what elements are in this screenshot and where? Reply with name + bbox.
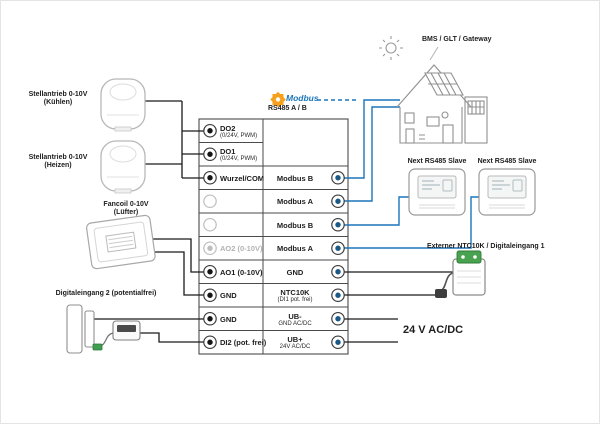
terminal-gnd-2-label: GND [220,314,237,324]
terminal-point-spare-2 [203,217,217,232]
fancoil-label-sub: (Lüfter) [113,209,139,217]
wire-fancoil-gnd [149,251,204,296]
terminal-point-ub-plus [331,335,345,350]
wires-modbus [317,99,479,249]
terminal-ub-minus-label: UB- [288,311,302,321]
terminal-gnd-1-label: GND [220,290,237,300]
terminal-point-modbus-b1 [331,170,345,185]
wire-modbus-a-gateway [344,106,400,202]
terminal-point-ao1 [203,264,217,279]
terminal-point-gnd-2 [203,311,217,326]
terminal-gnd-r-label: GND [286,267,304,277]
terminal-ao2: AO2 (0-10V) [220,239,300,257]
terminal-com: Wurzel/COM [220,169,300,187]
terminal-gnd-1: GND [220,286,300,304]
wire-modbus-b-gateway [344,99,400,179]
actuator-heating-illustration [100,140,146,194]
wire-fancoil-ao1 [151,238,204,273]
terminal-ntc10k: NTC10K (DI1 pot. frei) [264,286,326,304]
sun-icon [379,36,403,60]
door-contact-illustration [66,304,95,354]
bms-gateway-label: BMS / GLT / Gateway [422,36,492,43]
slave2-label: Next RS485 Slave [477,158,537,165]
actuator-heating-label-main: Stellantrieb 0-10V [28,154,88,161]
terminal-do1: DO1 (0/24V, PWM) [220,145,300,163]
terminal-point-ub-minus [331,311,345,326]
terminal-modbus-b2-label: Modbus B [276,220,314,230]
terminal-modbus-b1: Modbus B [264,169,326,187]
cable-sensor-illustration [92,320,141,351]
terminal-point-ao2 [203,241,217,256]
terminal-ao2-label: AO2 (0-10V) [220,243,263,253]
terminal-point-gnd-r [331,264,345,279]
terminal-do2-label: DO2 [220,123,236,133]
terminal-modbus-a1-label: Modbus A [277,196,313,206]
terminal-ub-minus: UB- GND AC/DC [264,310,326,328]
ntc-sensor-illustration [435,250,486,298]
fancoil-illustration [86,214,156,270]
wire-actuators [145,100,204,179]
terminal-point-di2 [203,335,217,350]
terminal-point-do1 [203,147,217,162]
slave1-label: Next RS485 Slave [407,158,467,165]
terminal-modbus-b1-label: Modbus B [276,173,314,183]
terminal-modbus-b2: Modbus B [264,216,326,234]
terminal-do1-label: DO1 [220,146,236,156]
thermostat-2-illustration [478,168,536,216]
terminal-ub-plus-label: UB+ [287,334,303,344]
terminal-do1-sub: (0/24V, PWM) [220,155,258,162]
building-illustration [396,46,488,144]
terminal-gnd-2: GND [220,310,300,328]
terminal-ntc10k-label: NTC10K [280,287,310,297]
wire-sensor-di2 [140,332,204,343]
actuator-heating-label-sub: (Heizen) [44,162,72,170]
terminal-point-do2 [203,123,217,138]
terminal-point-gnd-1 [203,288,217,303]
terminal-modbus-a2-label: Modbus A [277,243,313,253]
terminal-point-com [203,170,217,185]
wires-black [94,100,453,343]
actuator-cooling-label: Stellantrieb 0-10V (Kühlen) [23,91,93,108]
terminal-point-modbus-a1 [331,194,345,209]
terminal-gnd-r: GND [264,263,326,281]
thermostat-1-illustration [408,168,466,216]
terminal-ao1-label: AO1 (0-10V) [220,267,263,277]
terminal-ao1: AO1 (0-10V) [220,263,300,281]
actuator-heating-label: Stellantrieb 0-10V (Heizen) [23,154,93,171]
terminal-ub-plus: UB+ 24V AC/DC [264,333,326,351]
actuator-cooling-illustration [100,78,146,132]
modbus-logo-text: Modbus [286,93,319,103]
terminal-point-spare-1 [203,194,217,209]
fancoil-label-main: Fancoil 0-10V [103,201,149,208]
terminal-modbus-a1: Modbus A [264,192,326,210]
terminal-ub-minus-sub: GND AC/DC [278,320,312,327]
ntc-sensor-label: Externer NTC10K / Digitaleingang 1 [427,243,545,250]
terminal-block-grid [199,119,348,354]
wire-modbus-b-slave [344,196,409,226]
terminal-com-label: Wurzel/COM [220,173,265,183]
terminal-di2-label: DI2 (pot. frei) [220,337,267,347]
terminal-point-ntc10k [331,288,345,303]
terminal-point-modbus-a2 [331,241,345,256]
fancoil-label: Fancoil 0-10V (Lüfter) [91,201,161,218]
terminal-do2-sub: (0/24V, PWM) [220,132,258,139]
digital-input2-label: Digitaleingang 2 (potentialfrei) [55,290,157,297]
actuator-cooling-label-sub: (Kühlen) [43,99,73,107]
terminal-di2: DI2 (pot. frei) [220,333,300,351]
terminal-ub-plus-sub: 24V AC/DC [279,343,311,350]
terminal-ntc10k-sub: (DI1 pot. frei) [277,296,313,303]
terminal-modbus-a2: Modbus A [264,239,326,257]
terminal-points-left [203,123,217,350]
rs485-label: RS485 A / B [268,105,307,112]
wire-modbus-a-slave [344,196,479,249]
actuator-cooling-label-main: Stellantrieb 0-10V [28,91,88,98]
modbus-logo-star-icon [270,91,286,108]
terminal-point-modbus-b2 [331,217,345,232]
power-supply-label: 24 V AC/DC [403,324,464,336]
terminal-do2: DO2 (0/24V, PWM) [220,122,300,140]
terminal-points-right [331,170,345,350]
